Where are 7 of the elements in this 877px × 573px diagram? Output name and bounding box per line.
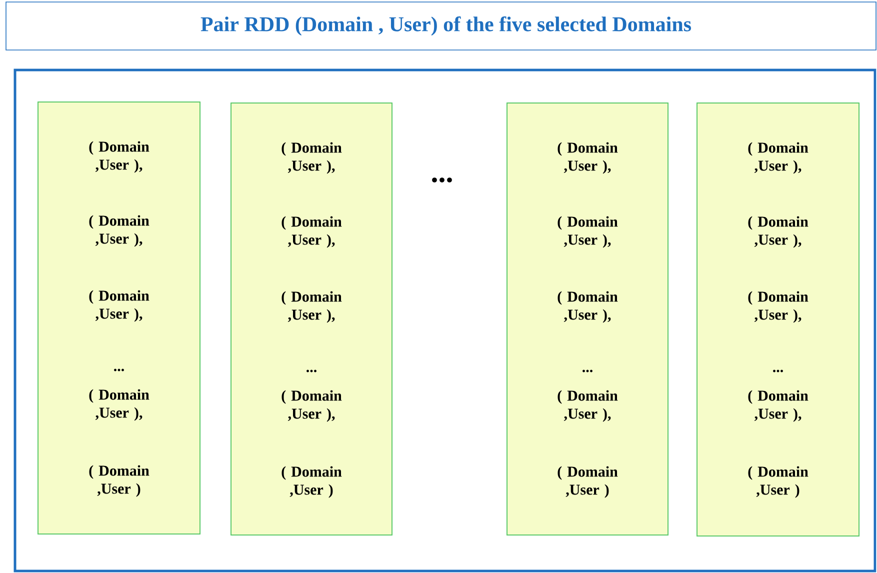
- pair-list-box: ( Domain ,User ), ( Domain ,User ), ( Domain ,User ), ... ( Domain ,User ), ( Domain ,User ): [506, 102, 668, 536]
- pair-list-box: ( Domain ,User ), ( Domain ,User ), ( Domain ,User ), ... ( Domain ,User ), ( Domain ,User ): [230, 102, 392, 536]
- ellipsis: ...: [432, 178, 452, 182]
- title-box: Pair RDD (Domain , User) of the five selected Domains: [6, 2, 876, 50]
- pair-list-box: ( Domain ,User ), ( Domain ,User ), ( Domain ,User ), ... ( Domain ,User ), ( Domain ,User ): [696, 102, 860, 536]
- frame-box: [14, 68, 876, 572]
- pair-list-box: ( Domain ,User ), ( Domain ,User ), ( Domain ,User ), ... ( Domain ,User ), ( Domain ,User ): [38, 102, 200, 534]
